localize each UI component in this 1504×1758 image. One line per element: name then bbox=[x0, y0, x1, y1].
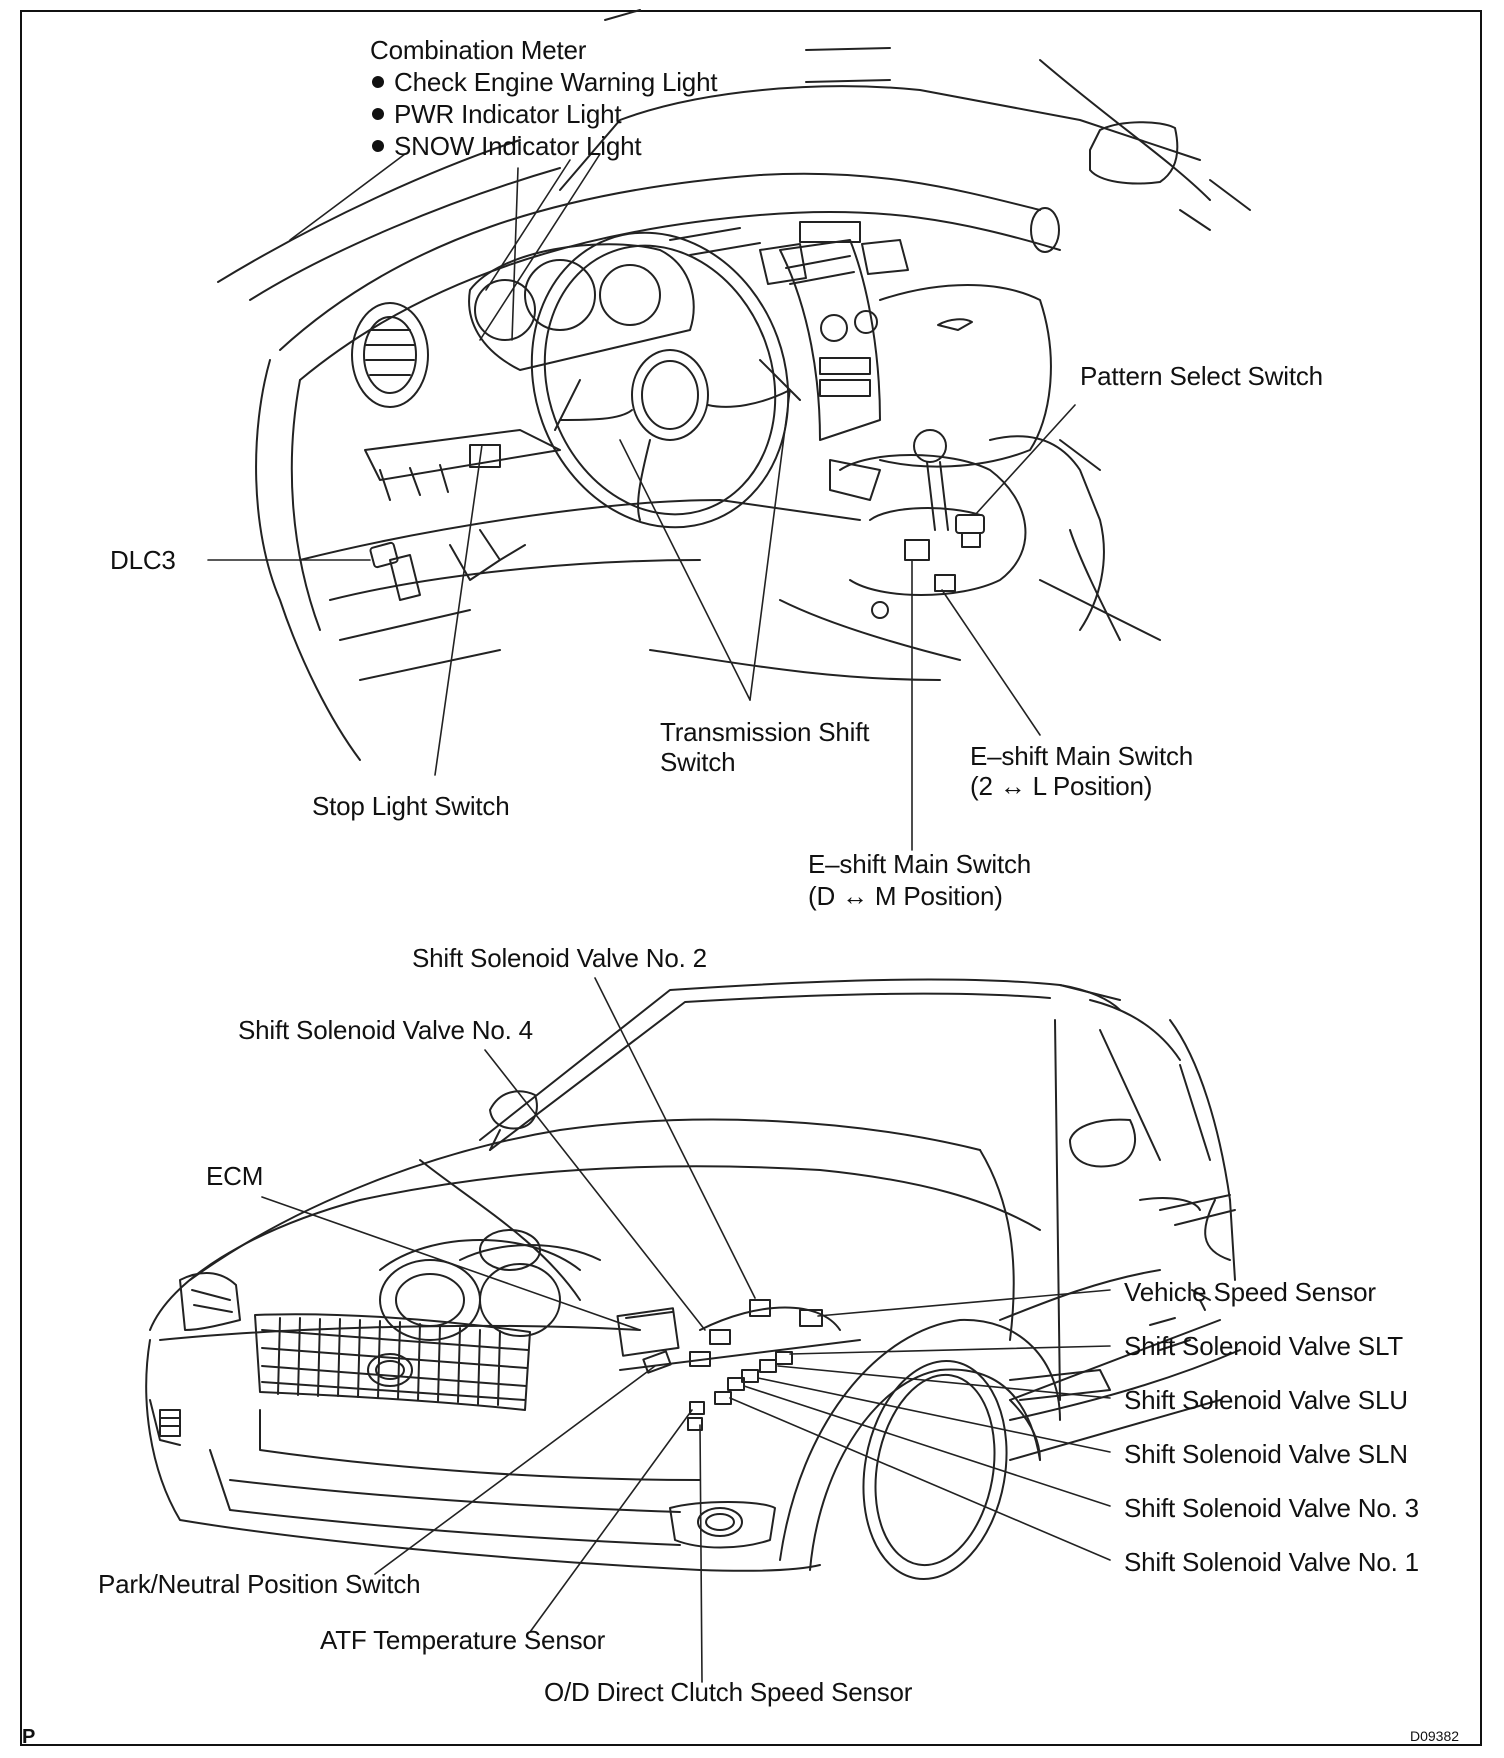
leader-lines bbox=[207, 153, 1111, 1683]
label-atf-temperature-sensor: ATF Temperature Sensor bbox=[320, 1625, 606, 1655]
label-shift-solenoid-valve-no3: Shift Solenoid Valve No. 3 bbox=[1124, 1493, 1419, 1523]
label-shift-solenoid-valve-no2: Shift Solenoid Valve No. 2 bbox=[412, 943, 707, 973]
label-combination-meter: Combination Meter bbox=[370, 35, 587, 65]
label-dlc3: DLC3 bbox=[110, 545, 176, 575]
label-eshift-2-l-line1: E–shift Main Switch bbox=[970, 741, 1194, 771]
label-shift-solenoid-valve-no1: Shift Solenoid Valve No. 1 bbox=[1124, 1547, 1419, 1577]
figure-code: D09382 bbox=[1410, 1728, 1460, 1744]
bullet-icon bbox=[372, 140, 384, 152]
label-pattern-select-switch: Pattern Select Switch bbox=[1080, 361, 1323, 391]
vehicle-drawing bbox=[145, 978, 1241, 1581]
label-transmission-shift-switch-line1: Transmission Shift bbox=[660, 717, 870, 747]
label-text: Check Engine Warning Light bbox=[394, 67, 718, 97]
bullet-icon bbox=[372, 76, 384, 88]
label-transmission-shift-switch-line2: Switch bbox=[660, 747, 736, 777]
footer-left-mark: P bbox=[22, 1726, 36, 1748]
label-pwr-indicator-light: PWR Indicator Light bbox=[372, 98, 622, 130]
label-shift-solenoid-valve-slt: Shift Solenoid Valve SLT bbox=[1124, 1331, 1403, 1361]
dashboard-drawing bbox=[217, 9, 1251, 761]
label-text: SNOW Indicator Light bbox=[394, 131, 642, 161]
label-shift-solenoid-valve-no4: Shift Solenoid Valve No. 4 bbox=[238, 1015, 533, 1045]
label-eshift-d-m-line2: (D ↔ M Position) bbox=[808, 881, 1003, 911]
label-eshift-d-m-line1: E–shift Main Switch bbox=[808, 849, 1032, 879]
label-ecm: ECM bbox=[206, 1161, 264, 1191]
label-vehicle-speed-sensor: Vehicle Speed Sensor bbox=[1124, 1277, 1376, 1307]
label-shift-solenoid-valve-sln: Shift Solenoid Valve SLN bbox=[1124, 1439, 1408, 1469]
label-eshift-2-l-line2: (2 ↔ L Position) bbox=[970, 771, 1153, 801]
label-stop-light-switch: Stop Light Switch bbox=[312, 791, 510, 821]
label-check-engine-warning-light: Check Engine Warning Light bbox=[372, 66, 718, 98]
label-od-direct-clutch-speed-sensor: O/D Direct Clutch Speed Sensor bbox=[544, 1677, 913, 1707]
label-text: PWR Indicator Light bbox=[394, 99, 622, 129]
figure-frame bbox=[20, 10, 1482, 1746]
label-park-neutral-position-switch: Park/Neutral Position Switch bbox=[98, 1569, 421, 1599]
label-snow-indicator-light: SNOW Indicator Light bbox=[372, 130, 642, 162]
label-shift-solenoid-valve-slu: Shift Solenoid Valve SLU bbox=[1124, 1385, 1408, 1415]
bullet-icon bbox=[372, 108, 384, 120]
